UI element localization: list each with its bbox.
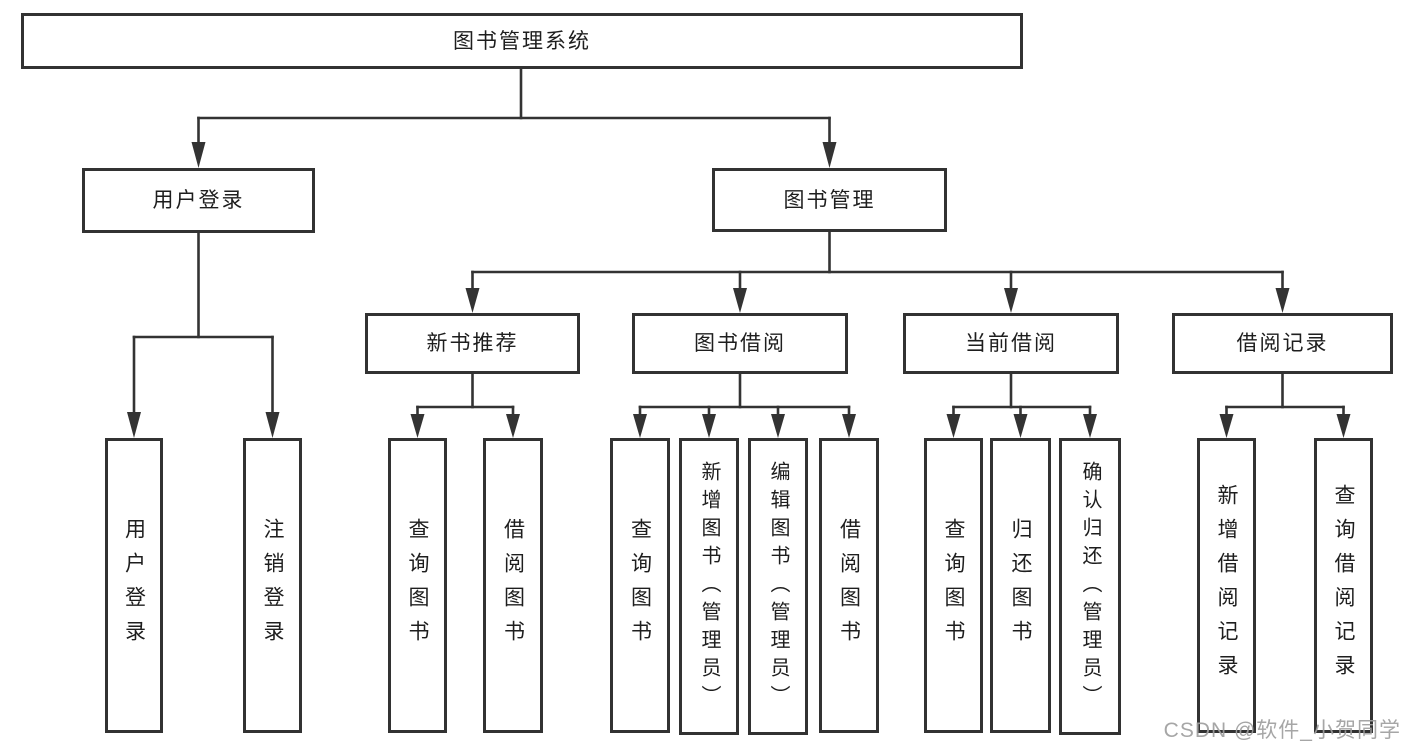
connector-new-book-children — [410, 372, 520, 438]
node-leaf-return-book-label: 归还图书 — [1009, 517, 1032, 654]
node-leaf-user-login: 用户登录 — [105, 438, 163, 733]
node-leaf-add-book-admin-label: 新增图书（管理员） — [698, 460, 720, 713]
node-user-login: 用户登录 — [82, 168, 315, 233]
node-leaf-borrow-books-1: 借阅图书 — [483, 438, 543, 733]
node-leaf-query-borrow-record-label: 查询借阅记录 — [1332, 483, 1355, 688]
node-leaf-query-books-2: 查询图书 — [610, 438, 670, 733]
node-leaf-logout: 注销登录 — [243, 438, 302, 733]
connector-book-borrow-children — [633, 372, 856, 438]
node-book-borrow-label: 图书借阅 — [694, 332, 786, 355]
connector-borrow-record-children — [1219, 372, 1351, 438]
node-borrow-record: 借阅记录 — [1172, 313, 1393, 374]
node-root-label: 图书管理系统 — [453, 29, 591, 53]
node-leaf-query-borrow-record: 查询借阅记录 — [1314, 438, 1373, 733]
csdn-watermark: CSDN @软件_小贺同学 — [1163, 719, 1401, 742]
node-new-book-recommend-label: 新书推荐 — [426, 332, 519, 355]
node-leaf-user-login-label: 用户登录 — [122, 517, 146, 654]
connector-root-to-level2 — [191, 67, 837, 168]
node-leaf-query-books-3: 查询图书 — [924, 438, 983, 733]
connector-user-login-children — [127, 231, 280, 438]
node-leaf-query-books-3-label: 查询图书 — [942, 517, 965, 654]
node-user-login-label: 用户登录 — [152, 189, 245, 212]
node-leaf-edit-book-admin: 编辑图书（管理员） — [748, 438, 808, 735]
node-leaf-confirm-return-admin: 确认归还（管理员） — [1059, 438, 1121, 735]
node-leaf-logout-label: 注销登录 — [261, 517, 284, 654]
node-leaf-query-books-1-label: 查询图书 — [406, 517, 429, 654]
node-leaf-add-borrow-record: 新增借阅记录 — [1197, 438, 1256, 733]
node-book-management: 图书管理 — [712, 168, 947, 232]
node-leaf-borrow-books-2-label: 借阅图书 — [837, 517, 861, 654]
node-leaf-add-borrow-record-label: 新增借阅记录 — [1215, 483, 1238, 688]
node-current-borrow: 当前借阅 — [903, 313, 1119, 374]
node-book-borrow: 图书借阅 — [632, 313, 848, 374]
node-book-management-label: 图书管理 — [783, 188, 876, 212]
node-leaf-borrow-books-1-label: 借阅图书 — [501, 517, 525, 654]
node-leaf-query-books-2-label: 查询图书 — [628, 517, 652, 654]
node-root: 图书管理系统 — [21, 13, 1023, 69]
node-borrow-record-label: 借阅记录 — [1236, 332, 1329, 355]
node-leaf-confirm-return-admin-label: 确认归还（管理员） — [1079, 460, 1101, 713]
node-leaf-return-book: 归还图书 — [990, 438, 1051, 733]
connector-current-borrow-children — [946, 372, 1097, 438]
node-leaf-add-book-admin: 新增图书（管理员） — [679, 438, 739, 735]
node-leaf-edit-book-admin-label: 编辑图书（管理员） — [767, 460, 789, 713]
connector-book-mgmt-to-level3 — [465, 230, 1290, 313]
node-leaf-query-books-1: 查询图书 — [388, 438, 447, 733]
node-leaf-borrow-books-2: 借阅图书 — [819, 438, 879, 733]
node-current-borrow-label: 当前借阅 — [965, 332, 1057, 355]
node-new-book-recommend: 新书推荐 — [365, 313, 580, 374]
